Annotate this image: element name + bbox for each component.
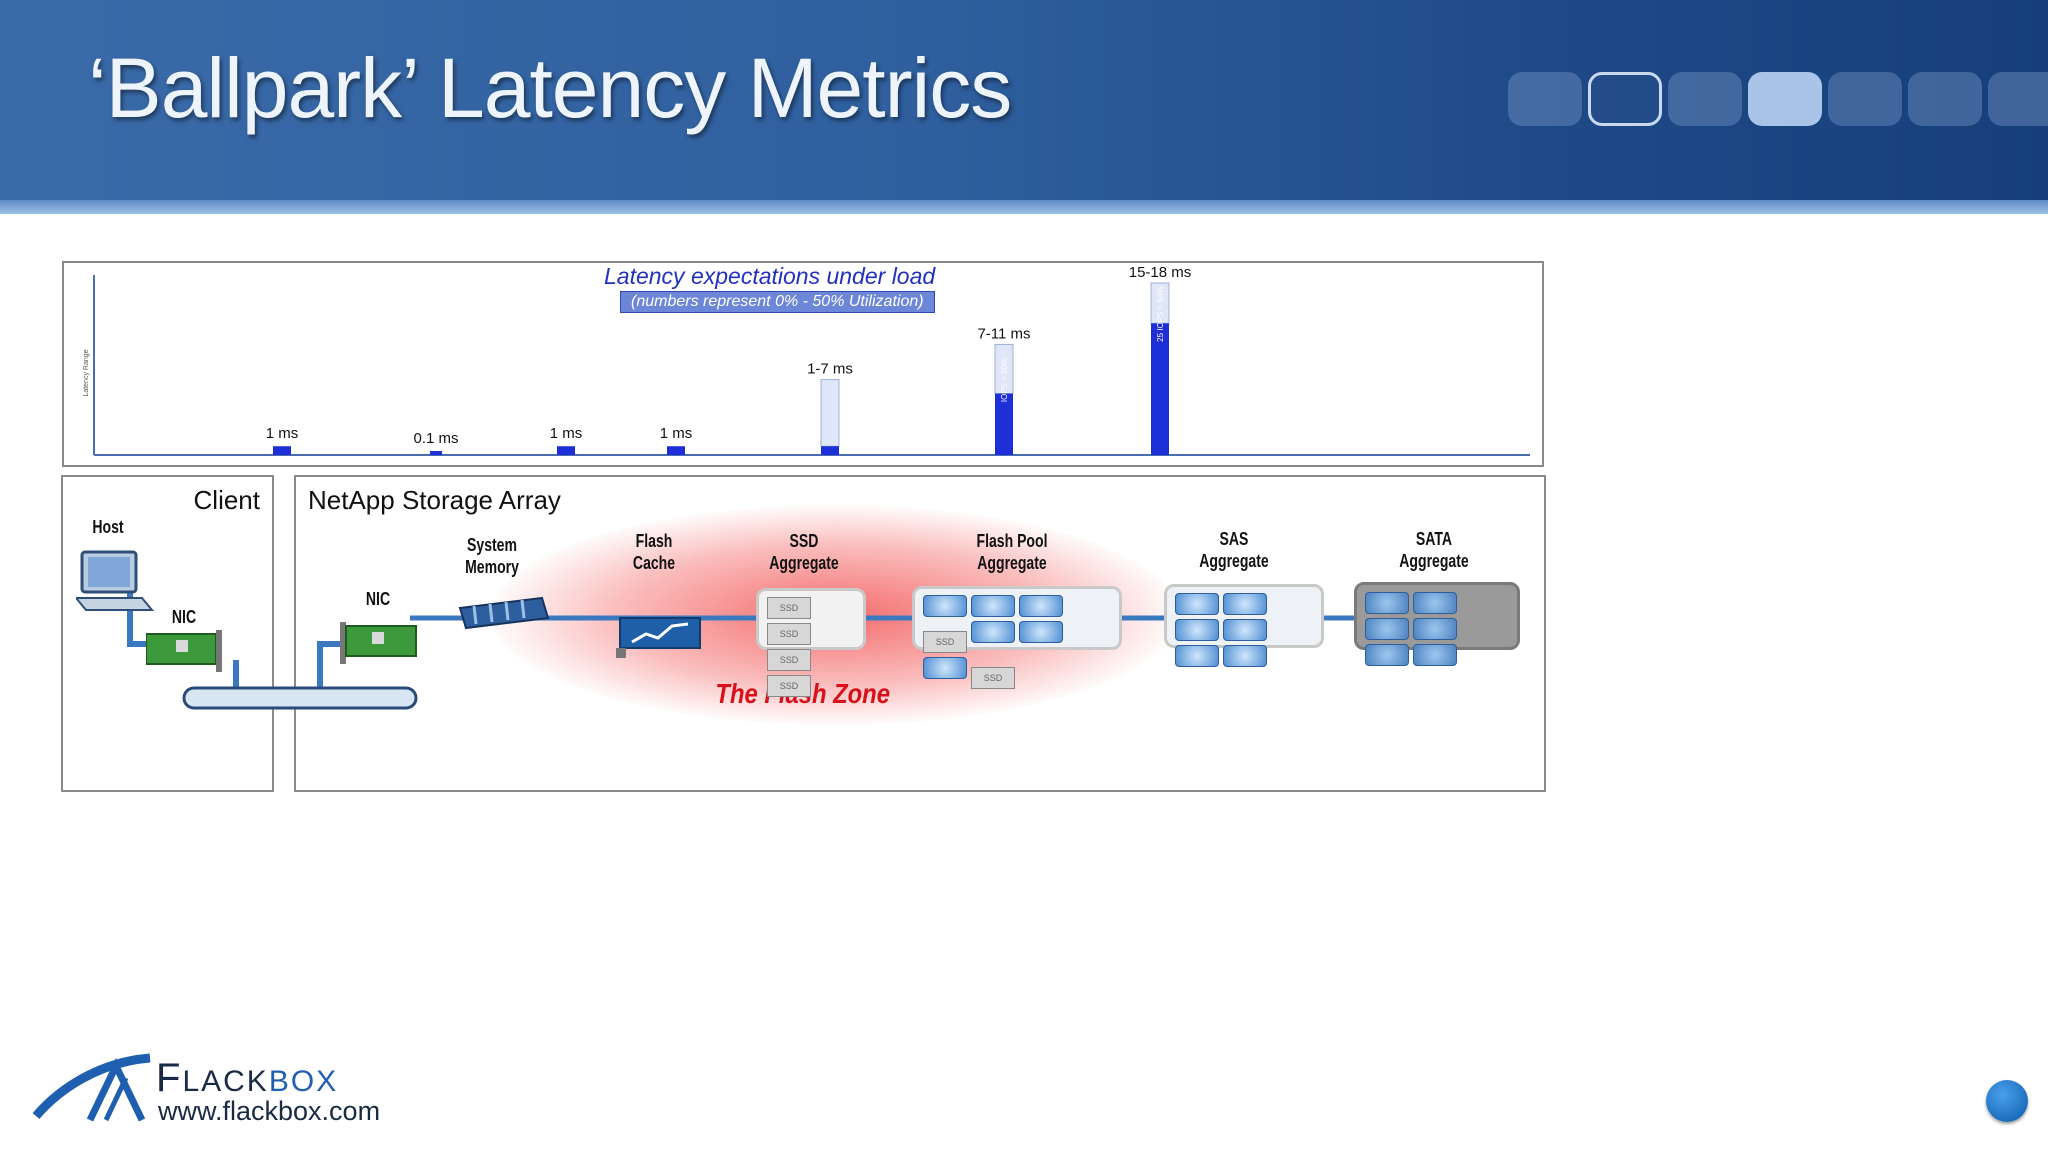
- decor-tile: [1988, 72, 2048, 126]
- host-label: Host: [92, 517, 124, 537]
- sata-disk-icon: [1413, 618, 1457, 640]
- client-label: Client: [193, 485, 260, 515]
- sata-disk-icon: [1413, 644, 1457, 666]
- decorative-tiles: [1508, 72, 2048, 128]
- latency-chart-panel: Latency Range 1 ms 0.1 ms 1 ms 1 ms 1-7 ms 7-…: [62, 261, 1544, 467]
- latency-bar: [1151, 323, 1169, 455]
- bar-value-label: 1 ms: [660, 425, 693, 442]
- hdd-disk-icon: [1223, 593, 1267, 615]
- sas-aggregate-label: SAS Aggregate: [1199, 529, 1269, 571]
- latency-bar: [430, 451, 442, 455]
- brand-lack: LACK: [182, 1065, 269, 1098]
- laptop-icon: [76, 550, 155, 611]
- latency-chart: Latency Range 1 ms 0.1 ms 1 ms 1 ms 1-7 ms 7-…: [83, 264, 1530, 456]
- brand-prefix: F: [156, 1056, 183, 1100]
- flash-pool-disk-grid: SSDSSD: [921, 593, 1105, 691]
- hdd-disk-icon: [1223, 645, 1267, 667]
- bar-value-label: 1-7 ms: [807, 361, 853, 378]
- ssd-disk-icon: SSD: [971, 667, 1015, 689]
- hdd-disk-icon: [1175, 619, 1219, 641]
- bar-inner-label: 25 IOPS > 50%: [1156, 286, 1165, 341]
- y-axis-label: Latency Range: [83, 349, 90, 396]
- latency-bar: [995, 393, 1013, 455]
- hdd-disk-icon: [1175, 593, 1219, 615]
- hdd-disk-icon: [1223, 619, 1267, 641]
- hdd-disk-icon: [1019, 595, 1063, 617]
- bar-value-label: 1 ms: [266, 425, 299, 442]
- flash-cache-card-icon: [616, 617, 701, 658]
- ssd-disk-icon: SSD: [767, 623, 811, 645]
- bar-value-label: 1 ms: [550, 425, 583, 442]
- flash-pool-aggregate-label: Flash Pool Aggregate: [976, 531, 1048, 573]
- flash-cache-label: Flash Cache: [632, 531, 676, 573]
- decor-tile: [1908, 72, 1982, 126]
- brand-name: FLACKBOX: [156, 1056, 338, 1101]
- ssd-disk-icon: SSD: [767, 649, 811, 671]
- decor-tile: [1828, 72, 1902, 126]
- bar-value-label: 0.1 ms: [413, 430, 458, 447]
- latency-bar: [821, 446, 839, 455]
- sata-disk-icon: [1413, 592, 1457, 614]
- sata-disk-icon: [1365, 592, 1409, 614]
- hdd-disk-icon: [1019, 621, 1063, 643]
- ssd-aggregate-label: SSD Aggregate: [769, 531, 839, 573]
- memory-module-icon: [458, 596, 550, 630]
- chart-subtitle: (numbers represent 0% - 50% Utilization): [620, 291, 935, 313]
- array-label: NetApp Storage Array: [308, 485, 561, 515]
- sata-aggregate-shelf: [1354, 582, 1520, 666]
- latency-bar: [273, 446, 291, 455]
- website-url: www.flackbox.com: [158, 1096, 381, 1126]
- client-nic-card-icon: [146, 630, 222, 672]
- decor-tile: [1748, 72, 1822, 126]
- bar-inner-label: IOPS > 50%: [1000, 358, 1009, 402]
- decor-tile: [1668, 72, 1742, 126]
- array-nic-label: NIC: [365, 589, 391, 609]
- ssd-aggregate-shelf: SSD SSD SSD SSD: [756, 588, 866, 697]
- latency-bar: [667, 446, 685, 455]
- brand-box: BOX: [268, 1065, 339, 1098]
- ssd-disk-grid: SSD SSD SSD SSD: [765, 595, 857, 699]
- sata-disk-icon: [1365, 644, 1409, 666]
- flash-pool-aggregate-shelf: SSDSSD: [912, 586, 1122, 689]
- slide-indicator-dot: [1986, 1080, 2028, 1122]
- bar-value-label: 7-11 ms: [977, 325, 1030, 342]
- chart-title: Latency expectations under load: [604, 263, 936, 289]
- slide-title: ‘Ballpark’ Latency Metrics: [88, 41, 1012, 135]
- ssd-disk-icon: SSD: [767, 597, 811, 619]
- sata-disk-grid: [1363, 590, 1501, 668]
- latency-range-fade: [994, 343, 1014, 395]
- hdd-disk-icon: [923, 595, 967, 617]
- sata-disk-icon: [1365, 618, 1409, 640]
- ssd-disk-icon: SSD: [923, 631, 967, 653]
- title-banner: ‘Ballpark’ Latency Metrics: [0, 0, 2048, 214]
- decor-tile: [1588, 72, 1662, 126]
- flackbox-logo-icon: [32, 1053, 151, 1122]
- bars-layer: 1 ms 0.1 ms 1 ms 1 ms 1-7 ms 7-11 ms IOPS > 50…: [266, 264, 1192, 455]
- hdd-disk-icon: [1175, 645, 1219, 667]
- hdd-disk-icon: [923, 657, 967, 679]
- sas-aggregate-shelf: [1164, 584, 1324, 667]
- client-nic-label: NIC: [171, 607, 197, 627]
- ssd-disk-icon: SSD: [767, 675, 811, 697]
- array-nic-card-icon: [340, 622, 417, 664]
- bar-value-label: 15-18 ms: [1129, 264, 1192, 281]
- hdd-disk-icon: [971, 595, 1015, 617]
- hdd-disk-icon: [971, 621, 1015, 643]
- system-memory-label: System Memory: [465, 535, 519, 577]
- sata-aggregate-label: SATA Aggregate: [1399, 529, 1469, 571]
- latency-bar: [557, 446, 575, 455]
- decor-tile: [1508, 72, 1582, 126]
- sas-disk-grid: [1173, 591, 1311, 669]
- latency-range-fade: [820, 379, 840, 447]
